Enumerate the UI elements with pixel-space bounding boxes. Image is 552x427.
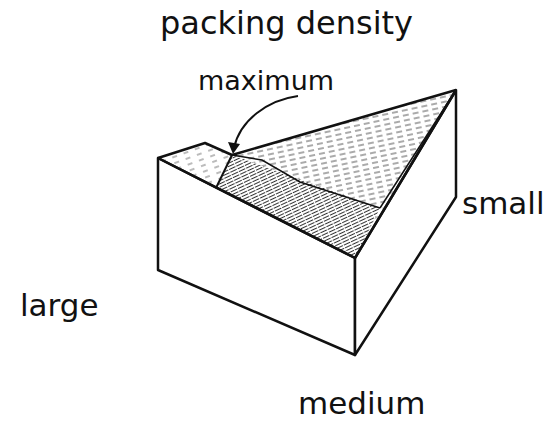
diagram-title: packing density [160,6,413,41]
surface-back [232,90,456,208]
corner-label: small [462,186,545,220]
top-outline [158,90,456,158]
arrow-head [228,142,240,154]
peak-label: maximum [198,66,334,96]
right-top-edge [355,90,456,258]
ridge-line [232,155,380,208]
ridge-line [216,155,232,188]
corner-label: large [20,288,99,322]
front-top-edge [158,158,355,258]
corner-label: medium [298,386,425,420]
leader-arrow [234,96,298,148]
